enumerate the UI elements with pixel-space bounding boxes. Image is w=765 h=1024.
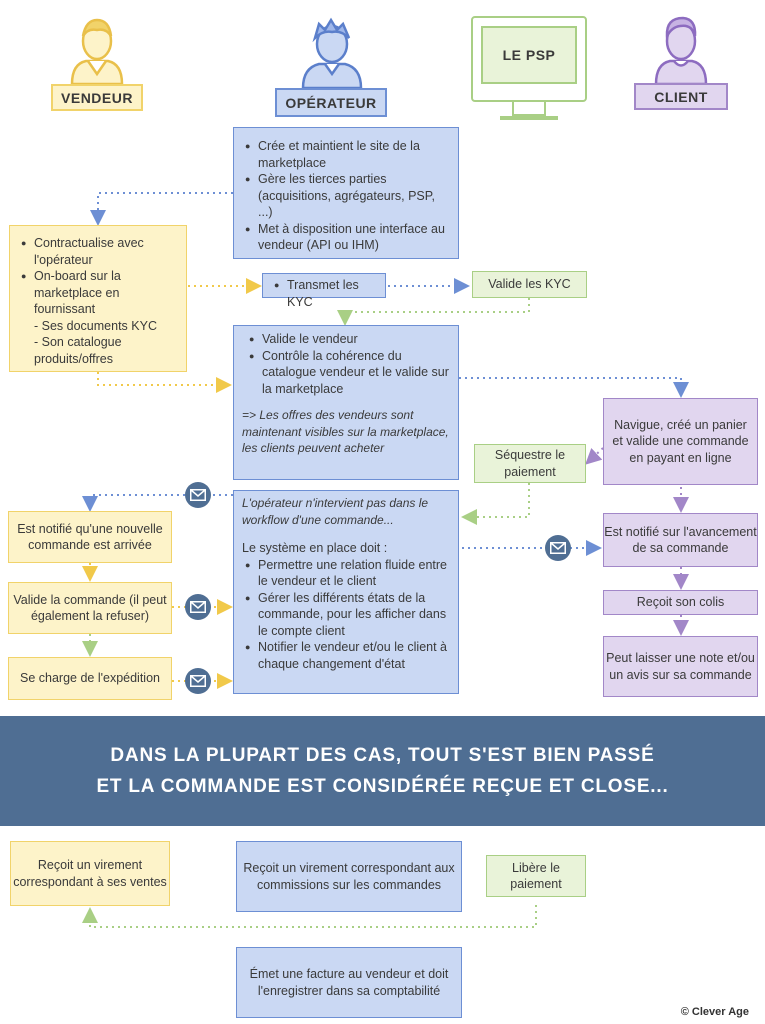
operateur-avatar-icon bbox=[297, 14, 367, 90]
psp-monitor-icon: LE PSP bbox=[471, 16, 587, 102]
vendeur-notifie-box: Est notifié qu'une nouvelle commande est… bbox=[8, 511, 172, 563]
operateur-workflow-box: L'opérateur n'intervient pas dans le wor… bbox=[233, 490, 459, 694]
client-colis-text: Reçoit son colis bbox=[637, 594, 725, 611]
actor-client-label: CLIENT bbox=[634, 83, 728, 110]
systeme-text: Le système en place doit : bbox=[242, 540, 450, 557]
client-avatar-icon bbox=[650, 12, 712, 86]
sequestre-text: Séquestre le paiement bbox=[475, 447, 585, 480]
bullet-text: Contrôle la cohérence du catalogue vende… bbox=[262, 348, 450, 398]
psp-libere-box: Libère le paiement bbox=[486, 855, 586, 897]
bullet-text: Gère les tierces parties (acquisitions, … bbox=[258, 171, 448, 221]
bullet-text: Permettre une relation fluide entre le v… bbox=[258, 557, 450, 590]
operateur-facture-text: Émet une facture au vendeur et doit l'en… bbox=[241, 966, 457, 999]
vendeur-notifie-text: Est notifié qu'une nouvelle commande est… bbox=[9, 521, 171, 554]
actor-vendeur-label: VENDEUR bbox=[51, 84, 143, 111]
operateur-facture-box: Émet une facture au vendeur et doit l'en… bbox=[236, 947, 462, 1018]
mail-icon bbox=[185, 594, 211, 620]
operateur-setup-box: Crée et maintient le site de la marketpl… bbox=[233, 127, 459, 259]
vendeur-avatar-icon bbox=[66, 14, 128, 86]
libere-text: Libère le paiement bbox=[487, 860, 585, 893]
bullet-text: On-board sur la marketplace en fournissa… bbox=[34, 268, 178, 318]
vendeur-valide-box: Valide la commande (il peut également la… bbox=[8, 582, 172, 634]
vendeur-expedition-text: Se charge de l'expédition bbox=[20, 670, 160, 687]
operateur-virement-box: Reçoit un virement correspondant aux com… bbox=[236, 841, 462, 912]
vendeur-virement-text: Reçoit un virement correspondant à ses v… bbox=[11, 857, 169, 890]
sub-item-text: - Ses documents KYC bbox=[18, 318, 178, 335]
workflow-intro-text: L'opérateur n'intervient pas dans le wor… bbox=[242, 495, 450, 528]
banner-line-1: DANS LA PLUPART DES CAS, TOUT S'EST BIEN… bbox=[110, 740, 654, 771]
mail-icon bbox=[185, 482, 211, 508]
vendeur-expedition-box: Se charge de l'expédition bbox=[8, 657, 172, 700]
transmet-kyc-box: Transmet les KYC bbox=[262, 273, 386, 298]
bullet-text: Valide le vendeur bbox=[262, 331, 450, 348]
client-navigue-text: Navigue, créé un panier et valide une co… bbox=[608, 417, 753, 467]
actor-psp-label: LE PSP bbox=[481, 26, 577, 84]
vendeur-virement-box: Reçoit un virement correspondant à ses v… bbox=[10, 841, 170, 906]
mail-icon bbox=[185, 668, 211, 694]
offres-visibles-note: => Les offres des vendeurs sont maintena… bbox=[242, 407, 450, 457]
vendeur-onboarding-box: Contractualise avec l'opérateur On-board… bbox=[9, 225, 187, 372]
bullet-text: Notifier le vendeur et/ou le client à ch… bbox=[258, 639, 450, 672]
client-note-text: Peut laisser une note et/ou un avis sur … bbox=[604, 650, 757, 683]
psp-sequestre-box: Séquestre le paiement bbox=[474, 444, 586, 483]
valide-kyc-text: Valide les KYC bbox=[488, 276, 570, 293]
mail-icon bbox=[545, 535, 571, 561]
client-notifie-text: Est notifié sur l'avancement de sa comma… bbox=[604, 524, 757, 557]
operateur-validation-box: Valide le vendeur Contrôle la cohérence … bbox=[233, 325, 459, 480]
psp-monitor-base-icon bbox=[500, 116, 558, 120]
client-notifie-box: Est notifié sur l'avancement de sa comma… bbox=[603, 513, 758, 567]
banner-line-2: ET LA COMMANDE EST CONSIDÉRÉE REÇUE ET C… bbox=[96, 771, 668, 802]
psp-monitor-stand-icon bbox=[512, 102, 546, 116]
sub-item-text: - Son catalogue produits/offres bbox=[18, 334, 178, 367]
client-commande-box: Navigue, créé un panier et valide une co… bbox=[603, 398, 758, 485]
bullet-text: Crée et maintient le site de la marketpl… bbox=[258, 138, 448, 171]
bullet-text: Gérer les différents états de la command… bbox=[258, 590, 450, 640]
vendeur-valide-text: Valide la commande (il peut également la… bbox=[9, 592, 171, 625]
psp-valide-kyc-box: Valide les KYC bbox=[472, 271, 587, 298]
client-avis-box: Peut laisser une note et/ou un avis sur … bbox=[603, 636, 758, 697]
conclusion-banner: DANS LA PLUPART DES CAS, TOUT S'EST BIEN… bbox=[0, 716, 765, 826]
bullet-text: Contractualise avec l'opérateur bbox=[34, 235, 178, 268]
bullet-text: Met à disposition une interface au vende… bbox=[258, 221, 448, 254]
actor-operateur-label: OPÉRATEUR bbox=[275, 88, 387, 117]
operateur-virement-text: Reçoit un virement correspondant aux com… bbox=[243, 860, 455, 893]
transmet-kyc-text: Transmet les KYC bbox=[287, 277, 385, 310]
copyright: © Clever Age bbox=[681, 1006, 749, 1018]
client-colis-box: Reçoit son colis bbox=[603, 590, 758, 615]
